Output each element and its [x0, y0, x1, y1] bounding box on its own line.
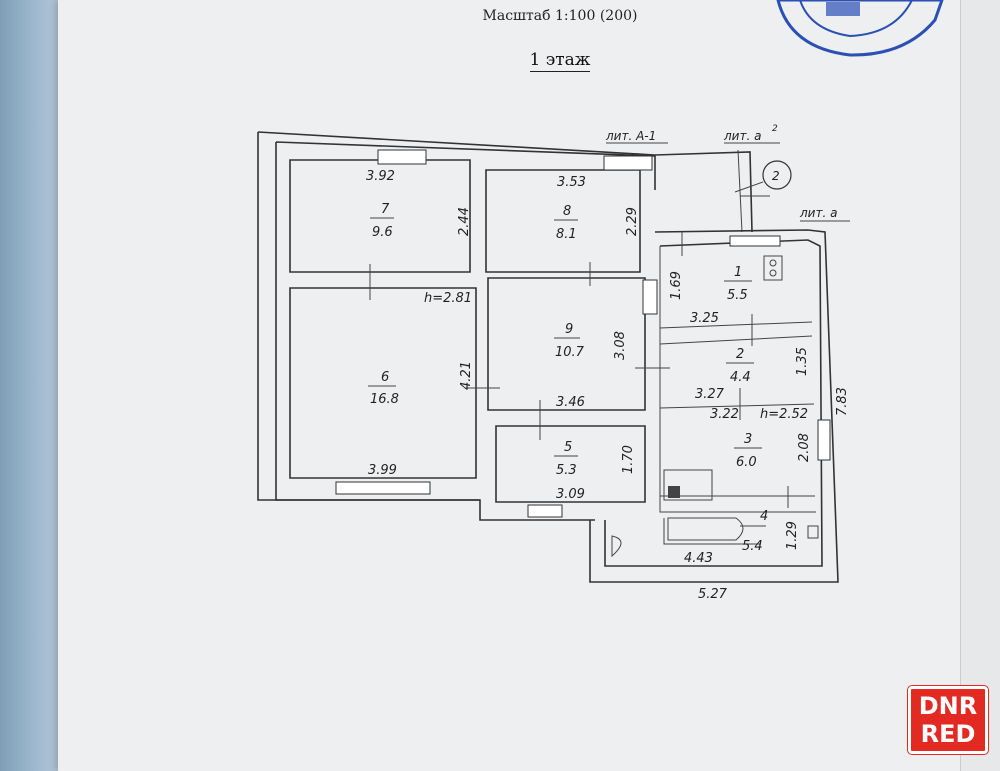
dim: h=2.52	[760, 407, 808, 422]
room-number: 9	[565, 322, 573, 337]
dim: 3.46	[556, 395, 585, 410]
room-area: 5.4	[742, 539, 763, 554]
window	[335, 481, 431, 495]
dim: 1.35	[795, 347, 810, 376]
dim: 3.92	[366, 169, 395, 184]
dim: 3.99	[368, 463, 397, 478]
dim: 4.21	[459, 361, 474, 390]
dim: 1.70	[621, 445, 636, 474]
label-lit-a: лит. а	[799, 206, 837, 220]
label-lit-a2: лит. а	[723, 129, 761, 143]
watermark-line2: RED	[920, 720, 976, 748]
room-number: 7	[381, 202, 390, 217]
dim: 7.83	[835, 387, 850, 416]
room-area: 4.4	[730, 370, 751, 385]
window	[729, 235, 781, 247]
fixtures	[611, 255, 819, 558]
dim: 3.08	[613, 331, 628, 360]
window	[377, 149, 427, 165]
dim: h=2.81	[424, 291, 472, 306]
windows	[335, 149, 831, 518]
sink-icon	[668, 486, 680, 498]
dim: 3.09	[556, 487, 585, 502]
adjacent-sheet	[960, 0, 1000, 771]
walls	[257, 131, 839, 583]
section-marker-number: 2	[772, 169, 780, 183]
watermark-line1: DNR	[918, 692, 978, 720]
room-number: 6	[381, 370, 389, 385]
floor-title: 1 этаж	[500, 50, 620, 72]
dim: 3.53	[557, 175, 586, 190]
room-number: 5	[564, 440, 572, 455]
room-area: 5.3	[556, 463, 577, 478]
room-number: 3	[744, 432, 752, 447]
room-labels: 7 9.6 8 8.1 6 16.8 9 10.7 5 5.3 1 5.5 2 …	[368, 202, 768, 554]
dim: 4.43	[684, 551, 713, 566]
room-area: 16.8	[370, 392, 399, 407]
label-lit-a2-sup: 2	[772, 124, 778, 134]
dim: 3.25	[690, 311, 719, 326]
room-area: 10.7	[555, 345, 585, 360]
watermark-logo: DNR RED	[908, 686, 988, 754]
room-area: 6.0	[736, 455, 757, 470]
dim: 3.22	[710, 407, 739, 422]
dim: 5.27	[698, 587, 728, 602]
window	[527, 504, 563, 518]
window	[642, 279, 658, 315]
room-area: 5.5	[727, 288, 748, 303]
room-number: 2	[736, 347, 744, 362]
window	[603, 155, 653, 171]
toilet-icon	[611, 535, 622, 558]
room-number: 1	[734, 265, 742, 280]
room-number: 4	[760, 509, 768, 524]
room-area: 9.6	[372, 225, 393, 240]
room-number: 8	[563, 204, 571, 219]
dimension-labels: 3.92 3.53 2.44 2.29 h=2.81 4.21 3.08 3.4…	[366, 169, 850, 602]
stamp	[776, 0, 944, 57]
section-marker	[762, 160, 792, 190]
dim: 1.69	[669, 271, 684, 300]
dim: 2.08	[797, 433, 812, 462]
label-lit-a1: лит. А-1	[605, 129, 656, 143]
dim: 2.29	[625, 207, 640, 236]
dim: 3.27	[695, 387, 725, 402]
stove-icon	[763, 255, 783, 281]
floor-title-text: 1 этаж	[529, 50, 591, 72]
door-marks	[369, 195, 789, 508]
dim: 2.44	[457, 207, 472, 236]
bathtub-icon	[667, 517, 744, 541]
structure-labels: лит. А-1 лит. а 2 лит. а 2	[605, 124, 850, 222]
dim: 1.29	[785, 521, 800, 550]
room-area: 8.1	[556, 227, 577, 242]
scale-caption: Масштаб 1:100 (200)	[482, 8, 638, 24]
document-sheet	[58, 0, 988, 771]
window	[817, 419, 831, 461]
